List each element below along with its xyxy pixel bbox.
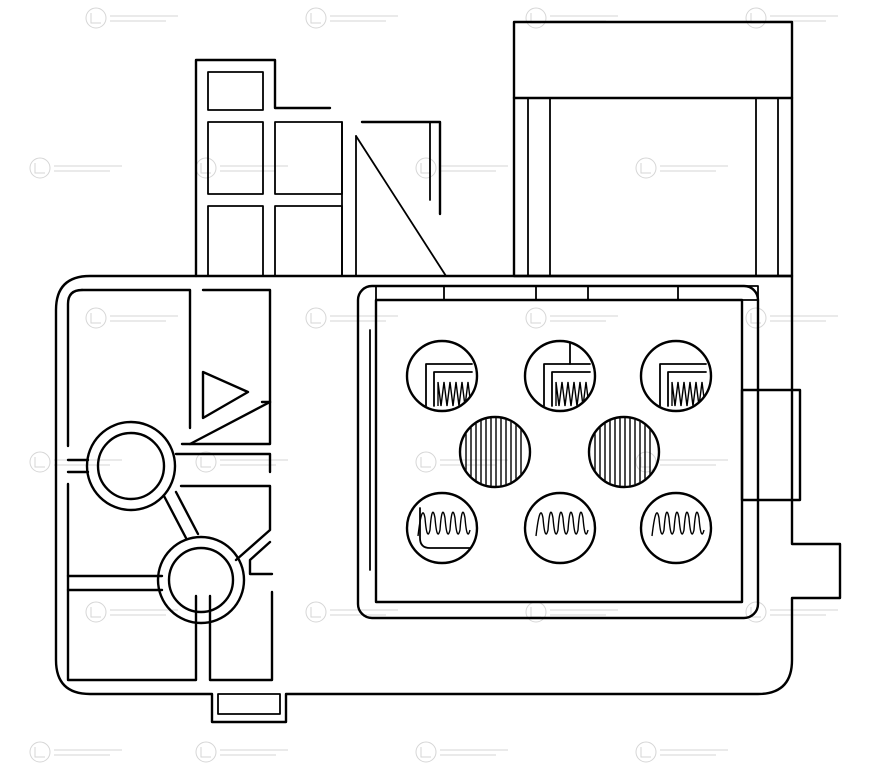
- watermark-logo: [85, 307, 178, 329]
- watermark-logo: [745, 307, 838, 329]
- connector-pins: [405, 339, 713, 565]
- watermark-logo: [305, 601, 398, 623]
- watermark-logo: [29, 157, 122, 179]
- watermark-logo: [525, 307, 618, 329]
- connector-pin: [639, 339, 713, 413]
- mounting-tower: [194, 58, 447, 278]
- watermark-logo: [525, 601, 618, 623]
- top-right-block: [512, 20, 794, 278]
- watermark-logo: [195, 451, 288, 473]
- connector-housing: [356, 284, 802, 620]
- connector-pin: [523, 491, 597, 565]
- connector-pin: [639, 491, 713, 565]
- connector-pin: [405, 339, 479, 413]
- watermark-logo: [635, 741, 728, 763]
- left-frame: [66, 288, 274, 682]
- connector-pin: [587, 415, 661, 489]
- watermark-logo: [85, 601, 178, 623]
- connector-pin: [523, 339, 597, 413]
- watermark-logo: [29, 451, 122, 473]
- watermark-logo: [305, 7, 398, 29]
- watermark-logo: [85, 7, 178, 29]
- connector-pin: [458, 415, 532, 489]
- watermark-logo: [415, 157, 508, 179]
- watermark-logo: [525, 7, 618, 29]
- connector-pin: [405, 491, 479, 565]
- watermark-logo: [29, 741, 122, 763]
- watermark-logo: [305, 307, 398, 329]
- watermark-logo: [635, 157, 728, 179]
- watermark-logo: [415, 741, 508, 763]
- watermark-logo: [195, 741, 288, 763]
- main-body: [54, 274, 842, 724]
- watermark-logo: [635, 451, 728, 473]
